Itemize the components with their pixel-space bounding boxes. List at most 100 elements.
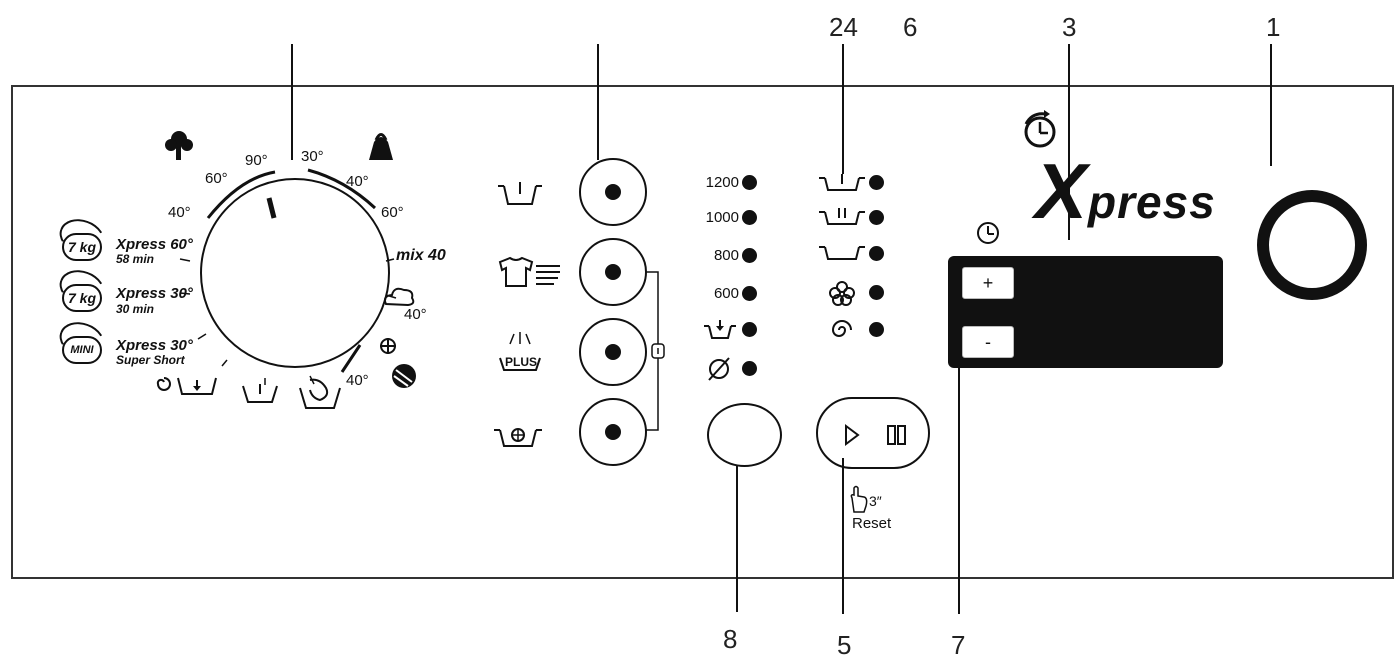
leader-line-1 bbox=[1270, 44, 1272, 166]
phase-prewash-icon bbox=[819, 174, 865, 191]
prewash-button[interactable] bbox=[579, 158, 647, 226]
phase-softener-icon bbox=[829, 281, 855, 306]
rinse-tub-icon bbox=[242, 384, 278, 403]
delay-start-clock-icon bbox=[977, 222, 999, 244]
quick-wash-button-dot bbox=[605, 264, 621, 280]
wool-icon bbox=[392, 364, 416, 388]
easy-iron-icon bbox=[494, 428, 542, 447]
dial-tick-4 bbox=[221, 359, 228, 367]
dial-temp-40-left: 40° bbox=[168, 204, 191, 221]
prewash-icon bbox=[498, 182, 542, 205]
quick-wash-button[interactable] bbox=[579, 238, 647, 306]
leader-line-5 bbox=[842, 458, 844, 614]
quick-shirt-icon bbox=[498, 256, 560, 287]
program-dial[interactable] bbox=[200, 178, 390, 368]
leader-line-24 bbox=[842, 44, 844, 174]
xpress-super-short-title: Xpress 30° bbox=[116, 337, 193, 354]
xpress-30-sub: 30 min bbox=[116, 302, 155, 316]
dial-temp-40-right: 40° bbox=[346, 173, 369, 190]
dial-mix-40: mix 40 bbox=[396, 247, 446, 264]
spin-600-label: 600 bbox=[713, 285, 739, 302]
reset-time-label: 3″ bbox=[869, 493, 882, 509]
dial-temp-40-bottom: 40° bbox=[346, 372, 369, 389]
callout-3: 3 bbox=[1062, 12, 1077, 42]
cloud-hand-wash-icon bbox=[383, 287, 415, 307]
leader-line-options bbox=[597, 44, 599, 160]
delay-plus-button[interactable]: + bbox=[962, 267, 1014, 299]
phase-softener-indicator bbox=[869, 285, 884, 300]
xpress-logo-rest: press bbox=[1088, 176, 1216, 228]
power-button[interactable] bbox=[1257, 190, 1367, 300]
synthetic-icon bbox=[369, 133, 393, 160]
rinse-plus-label: PLUS bbox=[505, 355, 538, 369]
no-spin-icon bbox=[708, 357, 730, 381]
xpress-60-title: Xpress 60° bbox=[116, 236, 193, 253]
xpress-super-short-sub: Super Short bbox=[116, 353, 185, 367]
rinse-plus-icon bbox=[499, 332, 541, 371]
time-saver-clock-icon bbox=[1024, 110, 1056, 148]
callout-7: 7 bbox=[951, 630, 966, 660]
leader-line-7 bbox=[958, 368, 960, 614]
prewash-button-dot bbox=[605, 184, 621, 200]
easy-iron-button[interactable] bbox=[579, 398, 647, 466]
spin-speed-button[interactable] bbox=[707, 403, 782, 467]
dial-pointer bbox=[266, 197, 277, 219]
snowflake-icon bbox=[380, 338, 396, 354]
spin-1000-label: 1000 bbox=[705, 209, 739, 226]
dial-temp-30: 30° bbox=[301, 148, 324, 165]
dial-tick-2 bbox=[179, 292, 191, 295]
dial-temp-60-left: 60° bbox=[205, 170, 228, 187]
xpress-badge-7kg-60: 7 kg bbox=[62, 233, 102, 261]
xpress-badge-7kg-30: 7 kg bbox=[62, 284, 102, 312]
easy-iron-button-dot bbox=[605, 424, 621, 440]
dial-tick-3 bbox=[197, 333, 207, 340]
rinse-plus-button[interactable] bbox=[579, 318, 647, 386]
xpress-logo: Xpress bbox=[1035, 146, 1216, 237]
xpress-30-title: Xpress 30° bbox=[116, 285, 193, 302]
spin-1200-label: 1200 bbox=[705, 174, 739, 191]
dial-arc-cotton bbox=[206, 170, 276, 219]
callout-8: 8 bbox=[723, 624, 738, 654]
hand-wash-icon bbox=[299, 378, 341, 409]
phase-mainwash-icon bbox=[819, 208, 865, 225]
phase-prewash-indicator bbox=[869, 175, 884, 190]
phase-spin-icon bbox=[831, 320, 852, 337]
dial-tick-7 bbox=[385, 258, 395, 262]
spin-1200-indicator bbox=[742, 175, 757, 190]
phase-mainwash-indicator bbox=[869, 210, 884, 225]
phase-rinse-icon bbox=[819, 246, 865, 260]
leader-line-dial bbox=[291, 44, 293, 160]
spin-1000-indicator bbox=[742, 210, 757, 225]
dial-temp-90: 90° bbox=[245, 152, 268, 169]
xpress-badge-mini: MINI bbox=[62, 336, 102, 364]
dial-arc-synthetic bbox=[307, 168, 377, 210]
spin-800-label: 800 bbox=[713, 247, 739, 264]
dial-temp-60-right: 60° bbox=[381, 204, 404, 221]
callout-24: 24 bbox=[829, 12, 858, 42]
dial-temp-40-wool-top: 40° bbox=[404, 306, 427, 323]
spin-600-indicator bbox=[742, 286, 757, 301]
leader-line-3 bbox=[1068, 44, 1070, 240]
rinse-hold-indicator bbox=[742, 322, 757, 337]
spin-drain-icon bbox=[156, 377, 217, 395]
cotton-icon bbox=[165, 131, 193, 160]
phase-rinse-indicator bbox=[869, 246, 884, 261]
dial-arc-wool bbox=[340, 344, 362, 373]
hand-press-icon bbox=[850, 485, 868, 513]
start-pause-button[interactable] bbox=[816, 397, 930, 469]
xpress-60-sub: 58 min bbox=[116, 252, 155, 266]
no-spin-indicator bbox=[742, 361, 757, 376]
spin-800-indicator bbox=[742, 248, 757, 263]
child-lock-bracket bbox=[646, 271, 665, 431]
rinse-plus-button-dot bbox=[605, 344, 621, 360]
delay-minus-button[interactable]: - bbox=[962, 326, 1014, 358]
phase-spin-indicator bbox=[869, 322, 884, 337]
callout-1: 1 bbox=[1266, 12, 1281, 42]
play-pause-icon bbox=[845, 424, 906, 446]
callout-5: 5 bbox=[837, 630, 852, 660]
reset-label: Reset bbox=[852, 515, 892, 532]
dial-tick-1 bbox=[179, 258, 191, 262]
leader-line-8 bbox=[736, 462, 738, 612]
callout-6: 6 bbox=[903, 12, 918, 42]
rinse-hold-icon bbox=[704, 320, 736, 339]
